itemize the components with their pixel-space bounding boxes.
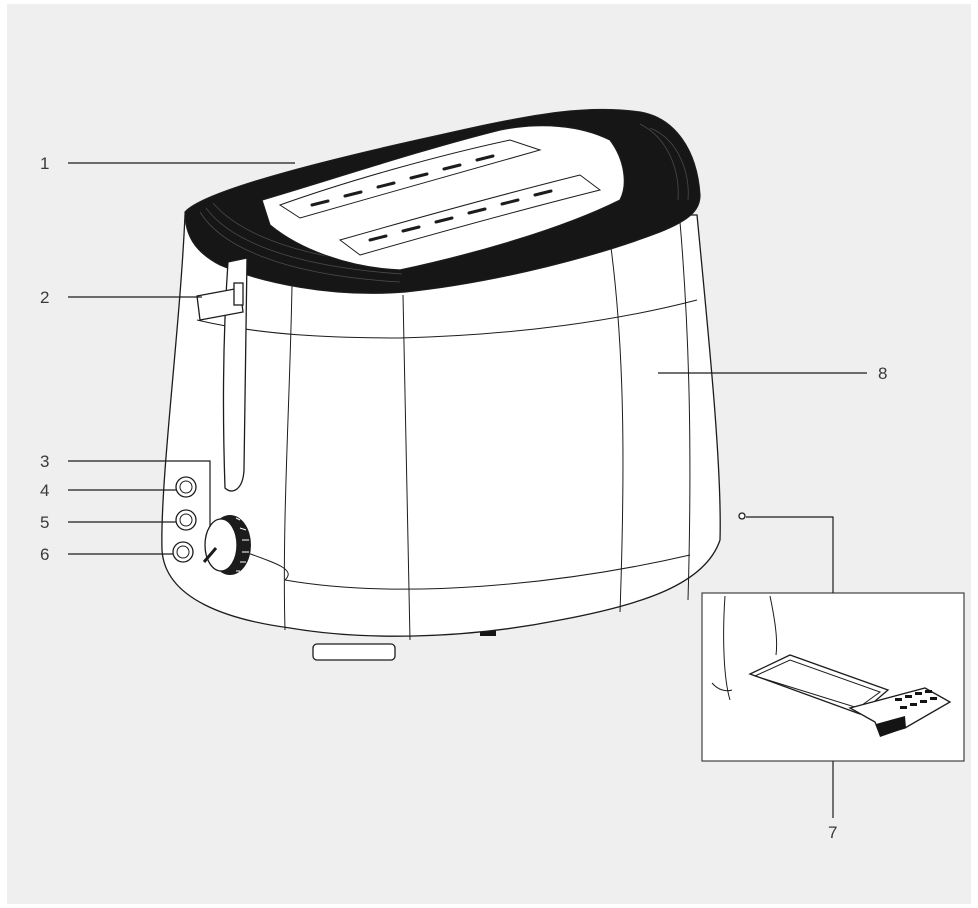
bread-slots [261, 125, 625, 271]
crumb-tray-release [738, 512, 746, 520]
callout-3: 3 [40, 452, 49, 471]
callout-8: 8 [878, 364, 887, 383]
callout-7: 7 [828, 823, 837, 842]
callout-6: 6 [40, 545, 49, 564]
crumb-tray-plate [748, 654, 890, 715]
toaster [161, 108, 746, 661]
leader-3 [68, 460, 211, 527]
browning-dial [202, 515, 251, 575]
leader-lines [68, 162, 867, 818]
button-upper [175, 476, 197, 498]
front-foot [312, 643, 396, 661]
inset-crumb-tray [701, 592, 965, 762]
toaster-housing [161, 214, 721, 637]
lever [196, 287, 244, 321]
callout-1: 1 [40, 154, 49, 173]
leader-7-top [746, 516, 834, 593]
callout-5: 5 [40, 513, 49, 532]
callout-2: 2 [40, 288, 49, 307]
button-middle [175, 509, 197, 531]
button-lower [172, 541, 194, 563]
callout-4: 4 [40, 481, 49, 500]
callout-numbers: 1 2 3 4 5 6 7 8 [40, 154, 887, 842]
